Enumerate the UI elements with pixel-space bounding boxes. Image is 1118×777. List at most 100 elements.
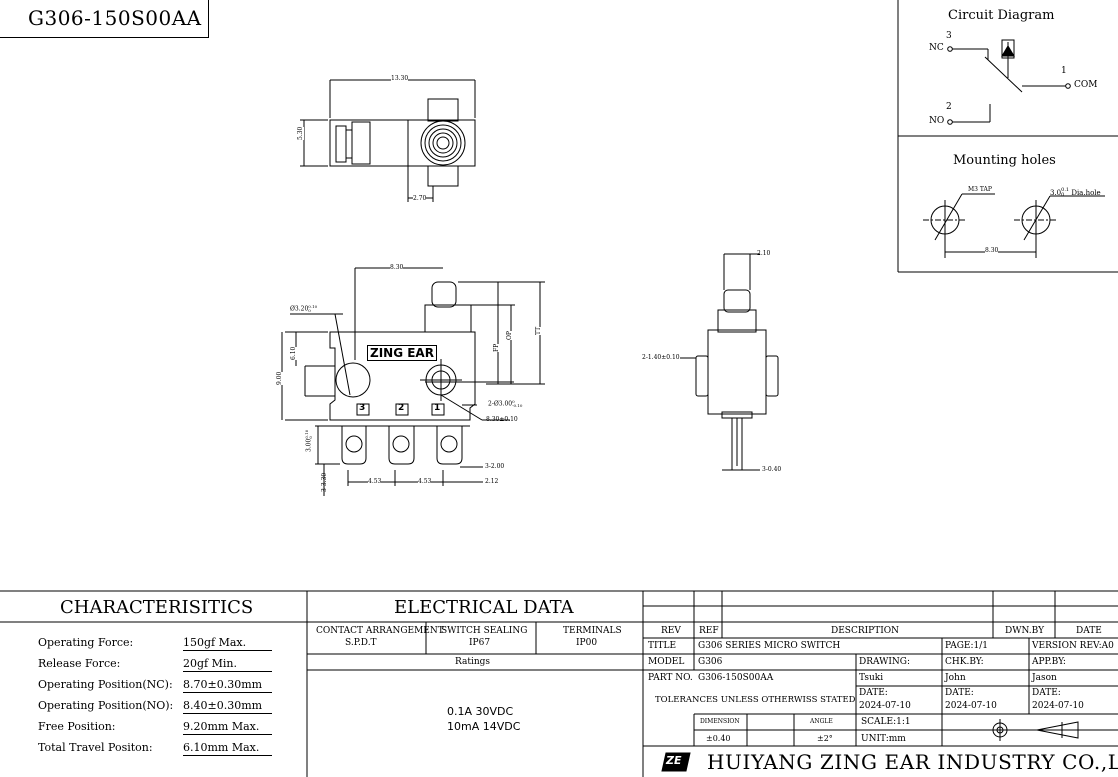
dim-pitch-2: 4.53 bbox=[418, 478, 432, 485]
company-logo-text: ZE bbox=[666, 754, 682, 767]
dim-tt: TT bbox=[535, 326, 542, 335]
drawing-name: Tsuki bbox=[859, 673, 884, 683]
contact-arrangement-header: CONTACT ARRANGEMENT bbox=[316, 626, 444, 636]
checked-by-label: CHK.BY: bbox=[945, 657, 984, 667]
rating-2: 10mA 14VDC bbox=[447, 720, 521, 733]
version-label: VERSION REV:A0 bbox=[1032, 641, 1114, 651]
page-label: PAGE:1/1 bbox=[945, 641, 989, 651]
characteristic-label: Release Force: bbox=[38, 657, 121, 670]
front-view bbox=[281, 267, 545, 496]
date-label-1: DATE: bbox=[859, 688, 888, 698]
dim-term-300-tol-lower: 0 bbox=[308, 436, 313, 439]
nc-label: NC bbox=[929, 43, 944, 53]
part-no-value: G306-150S00AA bbox=[698, 673, 774, 683]
dim-hole-dia-tol: 0.10 bbox=[308, 304, 318, 309]
characteristic-label: Operating Position(NC): bbox=[38, 678, 173, 691]
dia-hole-base: 3.0 bbox=[1050, 189, 1062, 197]
dim-h-900: 9.00 bbox=[276, 371, 283, 385]
drawn-by-header: DWN.BY bbox=[1005, 626, 1045, 636]
dim-top-height: 5.30 bbox=[297, 126, 304, 140]
nc-number: 3 bbox=[946, 31, 952, 41]
tap-label: M3 TAP bbox=[968, 186, 992, 193]
side-view bbox=[680, 253, 779, 471]
title-label: TITLE bbox=[648, 641, 677, 651]
circuit-diagram bbox=[947, 39, 1071, 125]
no-number: 2 bbox=[946, 102, 952, 112]
rating-1: 0.1A 30VDC bbox=[447, 705, 514, 718]
approved-by-name: Jason bbox=[1032, 673, 1057, 683]
dimension-tolerance: ±0.40 bbox=[706, 734, 731, 743]
model-label: MODEL bbox=[648, 657, 685, 667]
pin-3-label: 3 bbox=[359, 403, 366, 413]
part-number-box: G306-150S00AA bbox=[0, 0, 209, 38]
approved-by-label: APP.BY: bbox=[1032, 657, 1066, 667]
ratings-label: Ratings bbox=[455, 657, 491, 667]
characteristic-value: 8.70±0.30mm bbox=[183, 678, 272, 693]
characteristic-label: Operating Position(NO): bbox=[38, 699, 174, 712]
angle-tolerance: ±2° bbox=[817, 734, 833, 743]
no-label: NO bbox=[929, 116, 945, 126]
unit-label: UNIT:mm bbox=[861, 734, 906, 744]
characteristic-value: 20gf Min. bbox=[183, 657, 272, 672]
electrical-title: ELECTRICAL DATA bbox=[394, 597, 574, 618]
dim-hole-dia-base: Ø3.20 bbox=[290, 305, 309, 313]
drawing-label: DRAWING: bbox=[859, 657, 911, 667]
dim-pin-hole-tol-lower: -0.10 bbox=[512, 403, 523, 408]
dim-term-200: 3-2.00 bbox=[485, 463, 505, 470]
dimension-label: DIMENSION bbox=[700, 718, 740, 725]
dim-fp: FP bbox=[493, 343, 500, 352]
dim-top-offset: 2.70 bbox=[413, 195, 427, 202]
company-name: HUIYANG ZING EAR INDUSTRY CO.,LTD. bbox=[707, 750, 1118, 774]
top-view bbox=[300, 79, 476, 202]
characteristic-label: Total Travel Positon: bbox=[38, 741, 153, 754]
dim-side-210: 2.10 bbox=[757, 250, 771, 257]
switch-sealing-value: IP67 bbox=[469, 638, 491, 648]
dia-hole-suffix: Dia.hole bbox=[1071, 189, 1101, 197]
mounting-holes bbox=[923, 193, 1105, 258]
dim-pin-hole-tol-upper: 0 bbox=[512, 399, 515, 404]
dim-h-610: 6.10 bbox=[290, 346, 297, 360]
characteristic-value: 6.10mm Max. bbox=[183, 741, 272, 756]
ref-header: REF bbox=[699, 626, 719, 636]
com-label: COM bbox=[1074, 80, 1098, 90]
part-number: G306-150S00AA bbox=[28, 6, 202, 30]
pin-1-label: 1 bbox=[434, 403, 441, 413]
brand-logo: ZING EAR bbox=[367, 345, 437, 361]
right-panel-frame bbox=[897, 0, 1118, 273]
dim-side-140: 2-1.40±0.10 bbox=[642, 354, 680, 361]
description-header: DESCRIPTION bbox=[831, 626, 900, 636]
dim-front-830: 8.30 bbox=[390, 264, 404, 271]
scale-label: SCALE:1:1 bbox=[861, 717, 911, 727]
circuit-diagram-title: Circuit Diagram bbox=[948, 8, 1055, 23]
terminals-value: IP00 bbox=[576, 638, 598, 648]
projection-symbol-icon bbox=[986, 719, 1085, 741]
characteristic-value: 150gf Max. bbox=[183, 636, 272, 651]
characteristics-title: CHARACTERISITICS bbox=[60, 597, 254, 618]
com-number: 1 bbox=[1061, 66, 1067, 76]
angle-label: ANGLE bbox=[810, 718, 833, 725]
terminals-header: TERMINALS bbox=[563, 626, 622, 636]
date-value-3: 2024-07-10 bbox=[1032, 701, 1084, 711]
date-value-1: 2024-07-10 bbox=[859, 701, 911, 711]
date-label-3: DATE: bbox=[1032, 688, 1061, 698]
switch-sealing-header: SWITCH SEALING bbox=[441, 626, 528, 636]
date-value-2: 2024-07-10 bbox=[945, 701, 997, 711]
bottom-tables bbox=[0, 590, 1118, 777]
part-no-label: PART NO. bbox=[648, 673, 693, 683]
title-value: G306 SERIES MICRO SWITCH bbox=[698, 641, 841, 651]
dia-hole-tol-lower: 0 bbox=[1061, 192, 1065, 198]
dim-pin-hole-base: 2-Ø3.00 bbox=[488, 400, 513, 408]
date-label-2: DATE: bbox=[945, 688, 974, 698]
dim-term-330: 3-3.30 bbox=[321, 472, 328, 492]
mount-spacing: 8.30 bbox=[985, 247, 999, 254]
pin-2-label: 2 bbox=[398, 403, 405, 413]
characteristic-label: Operating Force: bbox=[38, 636, 134, 649]
dim-pitch-1: 4.53 bbox=[368, 478, 382, 485]
dim-pos-830: 8.30±0.10 bbox=[486, 416, 518, 423]
characteristic-value: 8.40±0.30mm bbox=[183, 699, 272, 714]
characteristic-value: 9.20mm Max. bbox=[183, 720, 272, 735]
